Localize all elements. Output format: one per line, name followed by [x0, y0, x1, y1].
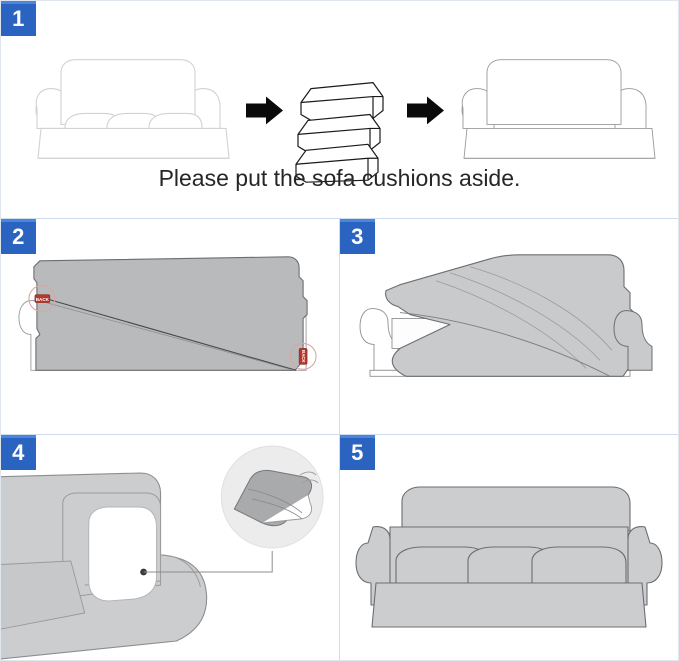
instruction-panel-2: 2 BACK BACK [1, 219, 340, 435]
svg-text:BACK: BACK [36, 297, 50, 302]
svg-text:BACK: BACK [301, 350, 306, 363]
cushion-cover-detail-inset [220, 445, 324, 549]
back-label-left-marker: BACK [28, 285, 56, 313]
draped-slipcover-shape [385, 254, 637, 377]
panel-3-illustration [359, 254, 653, 377]
step-number-badge-5: 5 [340, 435, 375, 470]
removed-cushion-cutout [88, 506, 158, 602]
step-number-badge-2: 2 [1, 219, 36, 254]
instruction-panel-3: 3 Cover the entire sofa [340, 219, 678, 435]
panel-5-illustration [355, 486, 663, 628]
arrow-right-icon-2 [407, 96, 444, 125]
instruction-panel-1: 1 [1, 1, 678, 219]
instruction-panel-4: 4 [1, 435, 340, 660]
sofa-with-cushions-icon [35, 59, 230, 159]
step-number-badge-4: 4 [1, 435, 36, 470]
cushion-stack-icon [295, 82, 384, 183]
sofa-without-cushions-icon [461, 59, 656, 159]
panel-4-illustration [1, 445, 324, 660]
flat-slipcover-shape [33, 256, 308, 371]
callout-leader-line [140, 551, 273, 576]
panel-1-illustration [35, 59, 656, 183]
step-number-badge-1: 1 [1, 1, 36, 36]
instruction-panel-5: 5 Tidy up your sofa to make it look [340, 435, 678, 660]
sofa-right-arm [613, 310, 653, 371]
panel-2-illustration: BACK BACK [18, 256, 317, 371]
step-number-badge-3: 3 [340, 219, 375, 254]
back-label-right-marker: BACK [289, 342, 317, 370]
finished-covered-sofa-icon [355, 486, 663, 628]
arrow-right-icon-1 [246, 96, 283, 125]
